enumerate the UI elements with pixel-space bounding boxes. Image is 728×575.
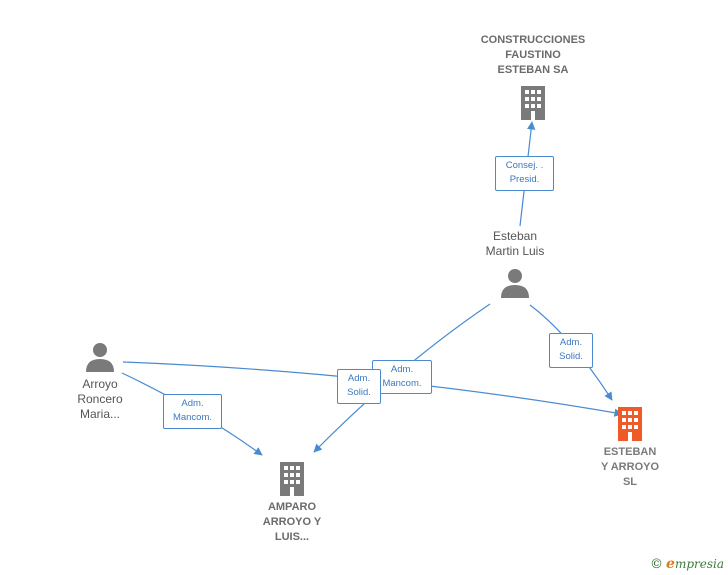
node-amparo-arroyo[interactable]: AMPARO ARROYO Y LUIS...: [242, 460, 342, 545]
person-label: Arroyo Roncero Maria...: [58, 377, 142, 422]
edge-label-line: Adm.: [390, 364, 414, 375]
person-icon: [86, 343, 114, 372]
label-line: ESTEBAN: [603, 446, 657, 458]
building-icon: [618, 407, 642, 441]
edge-label-adm-mancom-esteban[interactable]: Adm. Mancom.: [372, 360, 432, 394]
company-label: AMPARO ARROYO Y LUIS...: [242, 500, 342, 545]
node-arroyo-roncero-maria[interactable]: Arroyo Roncero Maria...: [58, 341, 142, 422]
label-line: CONSTRUCCIONES: [480, 34, 586, 46]
edge-label-line: Adm.: [347, 373, 371, 384]
person-label: Esteban Martin Luis: [465, 229, 565, 259]
person-icon: [501, 269, 529, 298]
edge-label-adm-solid-esteban[interactable]: Adm. Solid.: [549, 333, 593, 368]
edge-label-line: Mancom.: [172, 412, 213, 423]
label-line: FAUSTINO: [505, 49, 561, 61]
company-label: ESTEBAN Y ARROYO SL: [580, 445, 680, 490]
label-line: LUIS...: [274, 531, 310, 543]
label-line: Maria...: [79, 407, 120, 421]
label-line: ARROYO Y: [262, 516, 322, 528]
label-line: Martin Luis: [485, 244, 545, 258]
node-construcciones-faustino[interactable]: CONSTRUCCIONES FAUSTINO ESTEBAN SA: [463, 33, 603, 120]
edge-label-line: Presid.: [509, 174, 540, 185]
label-line: Roncero: [77, 392, 123, 406]
edge-label-consej-presid[interactable]: Consej. . Presid.: [495, 156, 554, 191]
edge-label-line: Solid.: [559, 351, 583, 362]
edge-label-line: Solid.: [347, 387, 371, 398]
building-icon: [521, 86, 545, 120]
label-line: Y ARROYO: [600, 461, 660, 473]
company-label: CONSTRUCCIONES FAUSTINO ESTEBAN SA: [463, 33, 603, 78]
label-line: SL: [622, 476, 638, 488]
edge-label-adm-mancom-arroyo[interactable]: Adm. Mancom.: [163, 394, 222, 429]
edge-label-line: Adm.: [181, 398, 204, 409]
node-esteban-y-arroyo-sl[interactable]: ESTEBAN Y ARROYO SL: [580, 405, 680, 490]
node-esteban-martin-luis[interactable]: Esteban Martin Luis: [465, 229, 565, 299]
label-line: ESTEBAN SA: [497, 64, 569, 76]
edge-label-line: Adm.: [559, 337, 583, 348]
brand-name: mpresia: [674, 557, 724, 571]
label-line: AMPARO: [267, 501, 317, 513]
label-line: Arroyo: [82, 377, 118, 391]
label-line: Esteban: [492, 229, 538, 243]
edge-label-adm-solid-arroyo[interactable]: Adm. Solid.: [337, 369, 381, 404]
copyright-icon: ©: [650, 557, 664, 572]
brand-initial: e: [666, 556, 675, 572]
edge-label-line: Mancom.: [382, 378, 422, 389]
empresia-watermark: ©empresia: [650, 556, 724, 572]
edge-label-line: Consej. .: [505, 160, 544, 171]
building-icon: [280, 462, 304, 496]
